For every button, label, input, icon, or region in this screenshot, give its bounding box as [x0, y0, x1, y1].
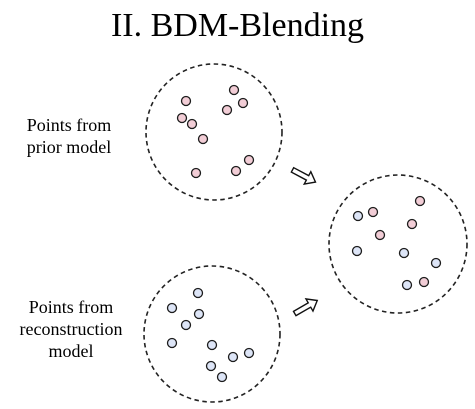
prior-point	[197, 133, 209, 145]
reconstruction-point	[206, 339, 218, 351]
blended-point-pink	[374, 229, 386, 241]
prior-model-label: Points from prior model	[10, 114, 128, 158]
blended-point-pink	[406, 218, 418, 230]
blended-point-blue	[352, 210, 364, 222]
hollow-arrow-icon	[290, 166, 317, 185]
prior-label-line: Points from	[26, 115, 112, 135]
blended-point-blue	[398, 247, 410, 259]
reconstruction-point	[205, 360, 217, 372]
prior-point	[228, 84, 240, 96]
hollow-arrow-icon	[292, 298, 319, 317]
reconstruction-point	[180, 319, 192, 331]
prior-point	[221, 104, 233, 116]
prior-point	[237, 97, 249, 109]
blended-point-blue	[430, 257, 442, 269]
prior-point	[243, 154, 255, 166]
blended-point-blue	[351, 245, 363, 257]
prior-points-circle	[145, 63, 283, 201]
prior-point	[190, 167, 202, 179]
reconstruction-points-circle	[143, 265, 281, 403]
reconstruction-point	[216, 371, 228, 383]
prior-points	[176, 84, 255, 179]
blended-point-pink	[414, 195, 426, 207]
reconstruction-point	[193, 308, 205, 320]
blended-point-pink	[418, 276, 430, 288]
diagram-title: II. BDM-Blending	[110, 7, 365, 44]
reconstruction-point	[166, 302, 178, 314]
prior-point	[230, 165, 242, 177]
reconstruction-model-label: Points from reconstruction model	[8, 296, 134, 362]
reconstruction-points	[166, 287, 255, 383]
reconstruction-label-line: Points from	[28, 297, 114, 317]
blended-points	[351, 195, 442, 291]
blended-point-blue	[401, 279, 413, 291]
blended-points-circle	[328, 174, 468, 314]
prior-point	[186, 118, 198, 130]
reconstruction-label-line: model	[48, 341, 94, 361]
prior-label-line: prior model	[26, 137, 112, 157]
reconstruction-label-line: reconstruction	[19, 319, 123, 339]
blended-point-pink	[367, 206, 379, 218]
reconstruction-point	[243, 347, 255, 359]
reconstruction-point	[166, 337, 178, 349]
reconstruction-point	[192, 287, 204, 299]
prior-point	[180, 95, 192, 107]
prior-point	[176, 112, 188, 124]
reconstruction-point	[227, 351, 239, 363]
